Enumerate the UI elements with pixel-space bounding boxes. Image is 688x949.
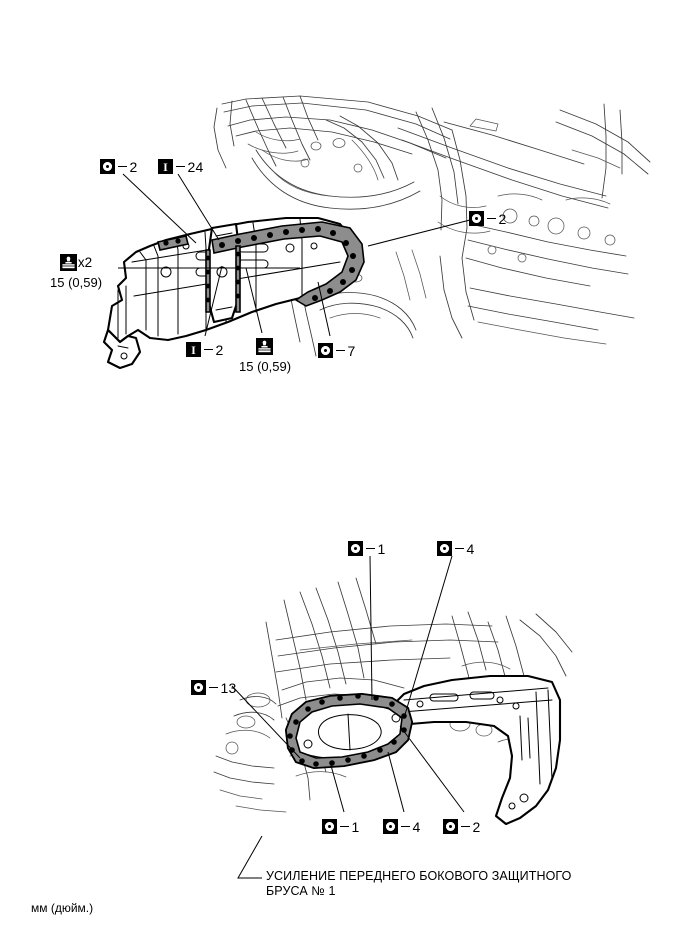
leader-dash: [401, 825, 410, 828]
callout-top-seam-24[interactable]: I 24: [158, 159, 203, 174]
top-figure-weld-band: [157, 221, 365, 313]
units-note: мм (дюйм.): [31, 901, 94, 915]
callout-top-weld-2-left[interactable]: 2: [100, 159, 138, 174]
leader-dash: [455, 547, 464, 550]
spot-weld-icon: [322, 819, 337, 834]
leader-dash: [366, 547, 375, 550]
leader-dash: [461, 825, 470, 828]
leader-dash: [487, 217, 496, 220]
spot-weld-icon: [383, 819, 398, 834]
leader-dash: [204, 348, 213, 351]
callout-bottom-weld-13[interactable]: 13: [191, 680, 236, 695]
leader-dash: [209, 686, 218, 689]
spot-weld-icon: [437, 541, 452, 556]
spot-weld-icon: [100, 159, 115, 174]
spot-weld-icon: [318, 343, 333, 358]
leader-dash: [340, 825, 349, 828]
seam-weld-icon: I: [186, 342, 201, 357]
torque-spec-icon: [59, 254, 77, 271]
bottom-figure-leaders: [231, 555, 465, 879]
callout-count: 2: [129, 158, 138, 175]
callout-count: 2: [498, 210, 507, 227]
callout-bottom-weld-1-top[interactable]: 1: [348, 541, 386, 556]
spot-weld-icon: [348, 541, 363, 556]
callout-count: 4: [466, 540, 475, 557]
leader-dash: [336, 349, 345, 352]
seam-weld-icon: I: [158, 159, 173, 174]
torque-multiplier: x2: [77, 255, 93, 270]
callout-count: 24: [187, 158, 204, 175]
part-name-label: УСИЛЕНИЕ ПЕРЕДНЕГО БОКОВОГО ЗАЩИТНОГО БР…: [266, 869, 572, 898]
leader-dash: [176, 165, 185, 168]
callout-bottom-weld-2-bottom[interactable]: 2: [443, 819, 481, 834]
leader-dash: [118, 165, 127, 168]
top-figure-body-structure: [213, 95, 651, 357]
bottom-figure-weld-band: [285, 693, 413, 769]
torque-spec-bottom[interactable]: 15 (0,59): [239, 338, 291, 374]
weld-dots-top: [219, 226, 356, 301]
weld-dots-bottom: [287, 693, 407, 767]
callout-count: 2: [215, 341, 224, 358]
callout-count: 7: [347, 342, 356, 359]
callout-bottom-weld-1-bottom[interactable]: 1: [322, 819, 360, 834]
torque-spec-icon: [256, 338, 274, 355]
spot-weld-icon: [191, 680, 206, 695]
callout-top-weld-7[interactable]: 7: [318, 343, 356, 358]
spot-weld-icon: [469, 211, 484, 226]
callout-count: 1: [351, 818, 360, 835]
top-figure-leaders: [118, 173, 471, 337]
callout-count: 2: [472, 818, 481, 835]
torque-spec-left[interactable]: x2 15 (0,59): [50, 254, 102, 290]
callout-count: 1: [377, 540, 386, 557]
callout-bottom-weld-4-top[interactable]: 4: [437, 541, 475, 556]
callout-count: 4: [412, 818, 421, 835]
spot-weld-icon: [443, 819, 458, 834]
torque-value: 15 (0,59): [239, 359, 292, 374]
callout-bottom-weld-4-bottom[interactable]: 4: [383, 819, 421, 834]
torque-value: 15 (0,59): [50, 275, 103, 290]
callout-top-seam-2[interactable]: I 2: [186, 342, 224, 357]
callout-top-weld-2-right[interactable]: 2: [469, 211, 507, 226]
callout-count: 13: [220, 679, 237, 696]
